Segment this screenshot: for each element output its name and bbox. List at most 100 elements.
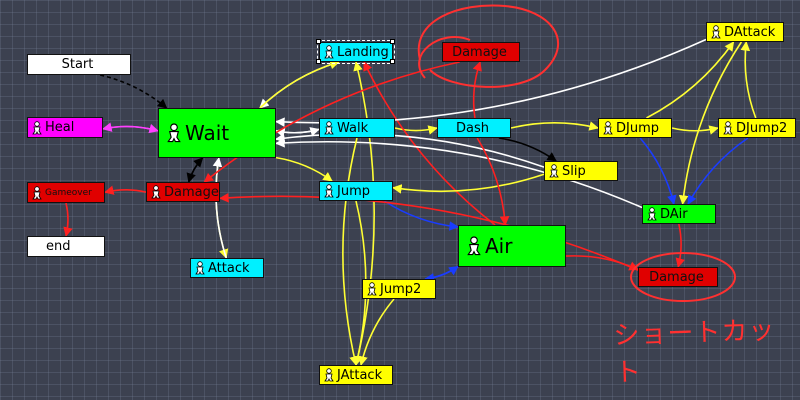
node-jattack[interactable]: JAttack — [319, 365, 393, 385]
character-icon — [323, 121, 335, 135]
node-label: Gameover — [45, 187, 92, 198]
edge-wait-to-jump[interactable] — [275, 156, 333, 182]
annotation-scribble — [417, 4, 736, 302]
node-wait[interactable]: Wait — [158, 108, 276, 158]
edge-djump-to-djump2[interactable] — [671, 125, 719, 135]
node-label: DJump2 — [736, 120, 788, 136]
node-jump[interactable]: Jump — [319, 181, 393, 201]
edge-damage1-to-gameover[interactable] — [104, 185, 147, 195]
character-icon — [465, 236, 483, 256]
edge-djump-to-dattack[interactable] — [646, 41, 735, 119]
node-end[interactable]: end — [27, 236, 105, 257]
edge-djump2-to-dair[interactable] — [687, 137, 749, 205]
resize-handle-br[interactable] — [390, 59, 395, 64]
character-icon — [323, 184, 335, 198]
node-damage-shortcut-bottom[interactable]: Damage — [638, 267, 718, 287]
character-icon — [548, 164, 560, 178]
resize-handle-bl[interactable] — [316, 59, 321, 64]
edge-damage2-to-damage1[interactable] — [203, 61, 460, 183]
node-gameover[interactable]: Gameover — [27, 182, 105, 203]
edge-dash-to-air[interactable] — [476, 137, 510, 226]
edge-damage3-to-damage1[interactable] — [219, 193, 639, 271]
node-start[interactable]: Start — [27, 54, 131, 75]
node-djump2[interactable]: DJump2 — [718, 118, 796, 138]
character-icon — [366, 282, 378, 296]
node-attack[interactable]: Attack — [190, 258, 264, 278]
edge-start-to-wait[interactable] — [99, 74, 168, 109]
edge-attack-to-wait[interactable] — [212, 157, 228, 259]
node-label: Jump — [337, 183, 370, 199]
resize-handle-tl[interactable] — [316, 39, 321, 44]
edge-wait-to-damage1[interactable] — [186, 157, 204, 183]
annotation-shortcut-text: ショートカット — [612, 315, 776, 389]
character-icon — [194, 261, 206, 275]
node-walk[interactable]: Walk — [319, 118, 395, 138]
node-label: Damage — [164, 184, 219, 200]
node-label: end — [46, 239, 71, 254]
edge-slip-to-wait[interactable] — [275, 133, 545, 168]
node-damage-shortcut-top[interactable]: Damage — [442, 42, 520, 62]
character-icon — [646, 207, 658, 221]
edge-jump2-to-jattack[interactable] — [358, 298, 395, 366]
edge-jattack-to-landing[interactable] — [353, 61, 375, 366]
edge-djump2-to-dattack[interactable] — [740, 41, 757, 119]
character-icon — [602, 121, 614, 135]
edge-jump-to-air[interactable] — [383, 200, 459, 231]
node-landing[interactable]: Landing — [317, 40, 395, 64]
node-label: JAttack — [337, 367, 383, 383]
node-label: Start — [61, 57, 94, 72]
edge-dash-to-slip[interactable] — [498, 137, 557, 162]
edge-djump-to-dair[interactable] — [639, 137, 677, 205]
node-label: Slip — [562, 163, 586, 179]
character-icon — [31, 185, 43, 200]
edge-dair-to-damage3[interactable] — [675, 223, 685, 268]
node-label: Landing — [337, 44, 389, 60]
node-label: Dash — [456, 120, 489, 136]
node-label: Attack — [208, 260, 250, 276]
node-damage[interactable]: Damage — [146, 182, 220, 202]
edge-dattack-to-dair[interactable] — [678, 41, 743, 205]
edge-slip-to-jump[interactable] — [392, 173, 545, 194]
edge-air-to-jump2[interactable] — [424, 265, 459, 283]
edge-dair-to-wait[interactable] — [275, 138, 643, 209]
edge-jump2-to-air[interactable] — [425, 265, 459, 280]
node-label: Damage — [452, 44, 507, 60]
edge-walk-to-wait[interactable] — [275, 127, 320, 138]
edge-damage1-to-wait[interactable] — [187, 157, 204, 183]
node-label: Heal — [45, 120, 75, 135]
node-dair[interactable]: DAir — [642, 204, 716, 224]
node-label: DJump — [616, 120, 659, 136]
resize-handle-tr[interactable] — [390, 39, 395, 44]
node-label: DAttack — [724, 24, 776, 40]
node-label: DAir — [660, 206, 688, 222]
edge-landing-to-wait[interactable] — [259, 61, 340, 109]
node-djump[interactable]: DJump — [598, 118, 672, 138]
node-slip[interactable]: Slip — [544, 161, 618, 181]
character-icon — [150, 185, 162, 199]
node-label: Damage — [649, 269, 704, 285]
node-air[interactable]: Air — [458, 225, 566, 267]
character-icon — [710, 25, 722, 39]
node-dattack[interactable]: DAttack — [706, 22, 784, 42]
character-icon — [323, 368, 335, 382]
edge-walk-to-dash[interactable] — [394, 125, 438, 135]
node-label: Wait — [185, 121, 230, 145]
character-icon — [722, 121, 734, 135]
node-label: Walk — [337, 120, 369, 136]
node-label: Jump2 — [380, 281, 422, 297]
edge-gameover-to-end[interactable] — [63, 202, 73, 237]
node-label: Air — [485, 234, 513, 258]
node-jump2[interactable]: Jump2 — [362, 279, 436, 299]
edge-heal-to-wait[interactable] — [102, 123, 159, 134]
character-icon — [323, 45, 335, 59]
edge-air-to-damage3[interactable] — [565, 255, 639, 271]
node-dash[interactable]: Dash — [437, 118, 511, 138]
node-heal[interactable]: Heal — [27, 117, 103, 138]
edge-dash-to-djump[interactable] — [510, 121, 599, 131]
edge-dash-to-damage2[interactable] — [472, 61, 482, 119]
character-icon — [31, 120, 43, 135]
character-icon — [165, 123, 183, 143]
edge-wait-to-landing[interactable] — [259, 59, 340, 109]
edge-walk-to-jattack[interactable] — [342, 137, 359, 366]
